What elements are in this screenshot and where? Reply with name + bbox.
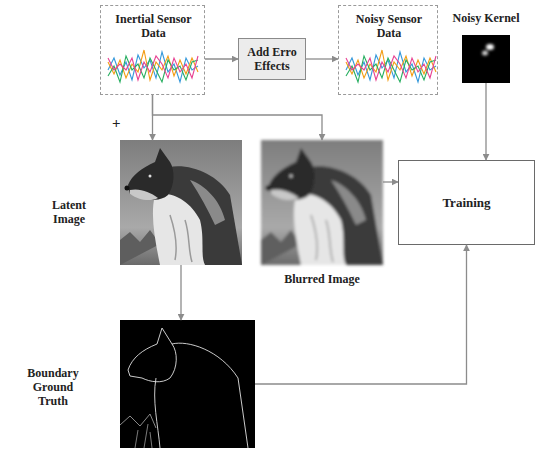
caption-label: Latent Image [40,198,98,226]
flow-arrow [152,95,153,140]
box-label: Add Erro Effects [239,45,305,73]
kernel-blob [482,44,494,56]
blurred-photo [261,140,383,265]
image-frame: Blurred Image [261,140,383,265]
data-panel: Noisy Sensor Data [338,5,438,95]
flow-arrow [306,58,338,59]
flow-arrow [255,245,467,384]
caption-label: Noisy Kernel [450,11,522,25]
flow-arrow [180,265,181,320]
caption-label: Blurred Image [272,272,372,286]
process-box: Add Erro Effects [238,38,306,80]
data-panel: Inertial Sensor Data [100,5,205,95]
plus-sign: + [112,116,121,130]
kernel-frame: Noisy Kernel [462,35,510,83]
flow-arrow [205,58,238,59]
flow-arrow [485,83,486,160]
box-label: Training [438,196,494,210]
flow-arrow [153,95,323,140]
process-box: Training [398,160,535,245]
caption-label: Inertial Sensor Data [113,12,194,40]
boundary-image [120,320,255,448]
noisy-sensor-signal [346,50,436,82]
boundary-outline [120,328,248,448]
caption-label: Noisy Sensor Data [349,12,429,40]
flow-arrow [383,181,398,182]
caption-label: Boundary Ground Truth [20,366,86,408]
sensor-signal [108,50,198,82]
kernel-image [462,35,510,83]
latent-photo [120,140,242,265]
image-frame: Latent Image [120,140,242,265]
image-frame: Boundary Ground Truth [120,320,255,448]
